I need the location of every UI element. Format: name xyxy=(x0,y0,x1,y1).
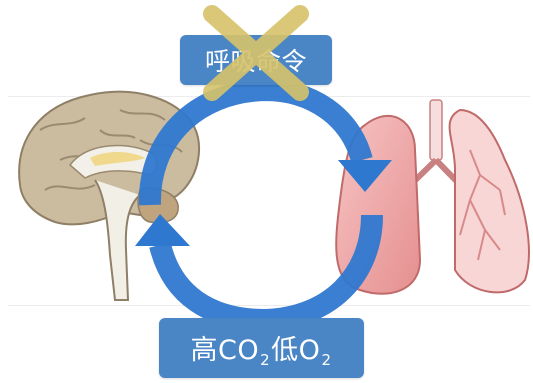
bottom-arrowhead xyxy=(135,214,190,246)
state-prefix: 高CO xyxy=(190,334,260,366)
blood-gas-state-text: 高CO2低O2 xyxy=(191,328,333,369)
respiratory-command-text: 呼吸命令 xyxy=(204,47,307,76)
top-arrowhead xyxy=(338,160,392,192)
state-mid: 低O xyxy=(271,334,321,366)
blood-gas-state-label: 高CO2低O2 xyxy=(159,318,364,378)
respiratory-command-label: 呼吸命令 xyxy=(180,35,332,85)
state-sub-2: 2 xyxy=(321,350,332,369)
state-sub-1: 2 xyxy=(260,350,271,369)
panel-bottom-rule xyxy=(8,305,530,306)
